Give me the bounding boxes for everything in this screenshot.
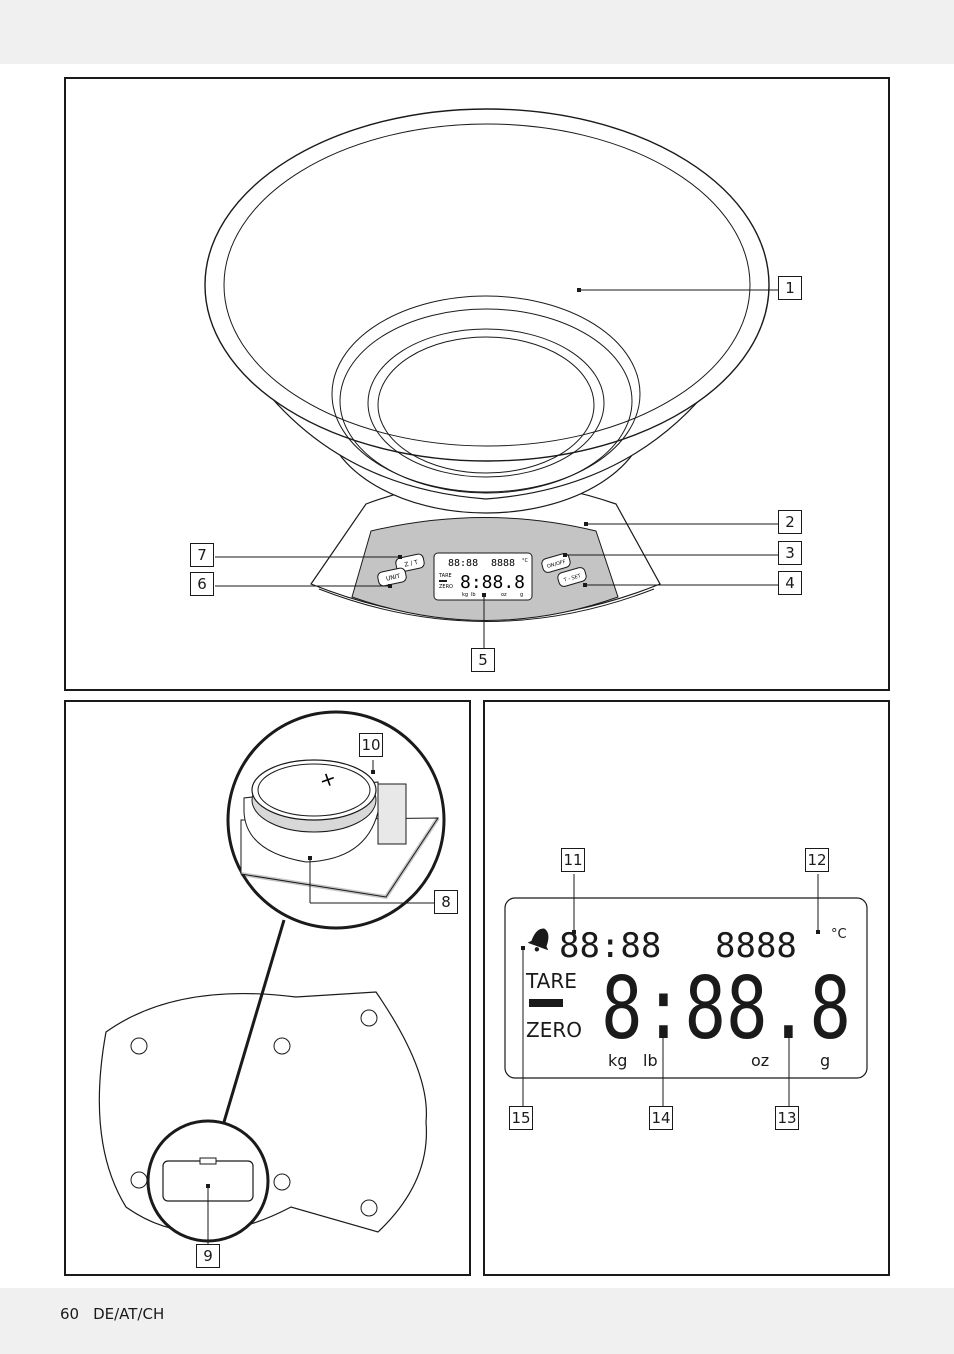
callout-14: 14: [649, 1106, 673, 1130]
bowl-inner-base-2: [339, 308, 633, 494]
mini-lcd-lb: lb: [471, 592, 476, 598]
locale-label: DE/AT/CH: [93, 1305, 165, 1323]
page-number: 60: [60, 1305, 80, 1323]
mini-lcd-bar: [439, 580, 447, 582]
callout-3: 3: [778, 541, 802, 565]
mini-lcd-g: g: [520, 592, 523, 598]
scale-overview-panel: 88:88 8888 °C TARE ZERO 8:88.8 kg lb oz …: [64, 77, 890, 691]
battery-panel: +: [64, 700, 471, 1276]
bowl-rim-inner: [223, 123, 751, 447]
callout-13: 13: [775, 1106, 799, 1130]
leader-dots: [388, 288, 588, 597]
coin-battery-top: [251, 759, 377, 821]
display-leader-dots: [521, 930, 820, 1030]
compartment-plate-edge: [240, 816, 440, 900]
battery-leader-dots: [206, 770, 375, 1188]
svg-text:T - SET: T - SET: [562, 573, 582, 584]
callout-5: 5: [471, 648, 495, 672]
button-tset[interactable]: T - SET: [557, 566, 588, 587]
foot-2: [273, 1037, 291, 1055]
mini-lcd-main: 8:88.8: [460, 572, 525, 593]
svg-text:Z / T: Z / T: [404, 559, 419, 569]
battery-illustration: +: [98, 710, 446, 1245]
callout-7: 7: [190, 543, 214, 567]
callout-12: 12: [805, 848, 829, 872]
lcd-unit-g: g: [820, 1051, 830, 1070]
svg-text:ON/OFF: ON/OFF: [546, 559, 566, 570]
callout-15: 15: [509, 1106, 533, 1130]
callout-1: 1: [778, 276, 802, 300]
svg-text:UNIT: UNIT: [385, 573, 401, 583]
lcd-celsius: °C: [831, 927, 847, 942]
button-zt[interactable]: Z / T: [395, 553, 425, 573]
bowl-inner-base-3: [367, 328, 605, 478]
foot-5: [273, 1173, 291, 1191]
callout-8: 8: [434, 890, 458, 914]
mini-lcd-top-left: 88:88: [448, 558, 478, 569]
mini-lcd-oz: oz: [501, 592, 507, 598]
callout-4: 4: [778, 571, 802, 595]
callout-9: 9: [196, 1244, 220, 1268]
lcd-zero: ZERO: [526, 1018, 582, 1042]
bowl-rim-outer: [204, 108, 770, 462]
foot-1: [130, 1037, 148, 1055]
mini-lcd-tare: TARE: [438, 573, 452, 579]
lcd-timer-digits: 88:88: [559, 926, 661, 966]
mini-lcd-zero: ZERO: [439, 584, 453, 590]
mini-lcd: [433, 552, 533, 601]
lcd-unit-kg: kg: [608, 1051, 627, 1070]
lcd-tare-bar: [529, 999, 563, 1007]
lcd-unit-lb: lb: [643, 1051, 658, 1070]
bowl-inner-base-1: [331, 295, 641, 493]
mini-lcd-top-right: 8888: [491, 558, 515, 569]
callout-10: 10: [359, 733, 383, 757]
page-footer: 60 DE/AT/CH: [60, 1305, 178, 1323]
lcd-frame: [504, 897, 868, 1079]
top-band: [0, 0, 954, 64]
display-illustration: 88:88 8888 °C TARE ZERO 8:88.8 kg lb oz …: [504, 874, 868, 1108]
zoom-connector: [222, 919, 286, 1123]
battery-plus-sign: +: [316, 765, 340, 793]
battery-lid-latch: [199, 1157, 217, 1165]
callout-2: 2: [778, 510, 802, 534]
lcd-main-digits: 8:88.8: [601, 959, 851, 1059]
callout-6: 6: [190, 572, 214, 596]
lcd-temp-digits: 8888: [715, 926, 797, 966]
foot-6: [360, 1199, 378, 1217]
foot-4: [130, 1171, 148, 1189]
mini-lcd-deg: °C: [522, 558, 529, 564]
scale-illustration: 88:88 8888 °C TARE ZERO 8:88.8 kg lb oz …: [204, 108, 779, 651]
display-leader-lines: [522, 874, 819, 1108]
mini-lcd-kg: kg: [462, 592, 468, 598]
lcd-tare: TARE: [525, 969, 577, 993]
bottom-band: [0, 1288, 954, 1354]
bowl-inner-base-4: [377, 336, 595, 474]
lcd-unit-oz: oz: [751, 1051, 769, 1070]
foot-3: [360, 1009, 378, 1027]
battery-clip: [377, 783, 407, 845]
coin-battery-inner: [257, 763, 371, 817]
button-onoff[interactable]: ON/OFF: [541, 552, 572, 573]
button-unit[interactable]: UNIT: [377, 567, 407, 587]
scale-base-rim: [318, 588, 655, 622]
display-panel: 88:88 8888 °C TARE ZERO 8:88.8 kg lb oz …: [483, 700, 890, 1276]
callout-11: 11: [561, 848, 585, 872]
leader-lines: [215, 289, 779, 651]
alarm-bell-icon: [527, 928, 549, 952]
